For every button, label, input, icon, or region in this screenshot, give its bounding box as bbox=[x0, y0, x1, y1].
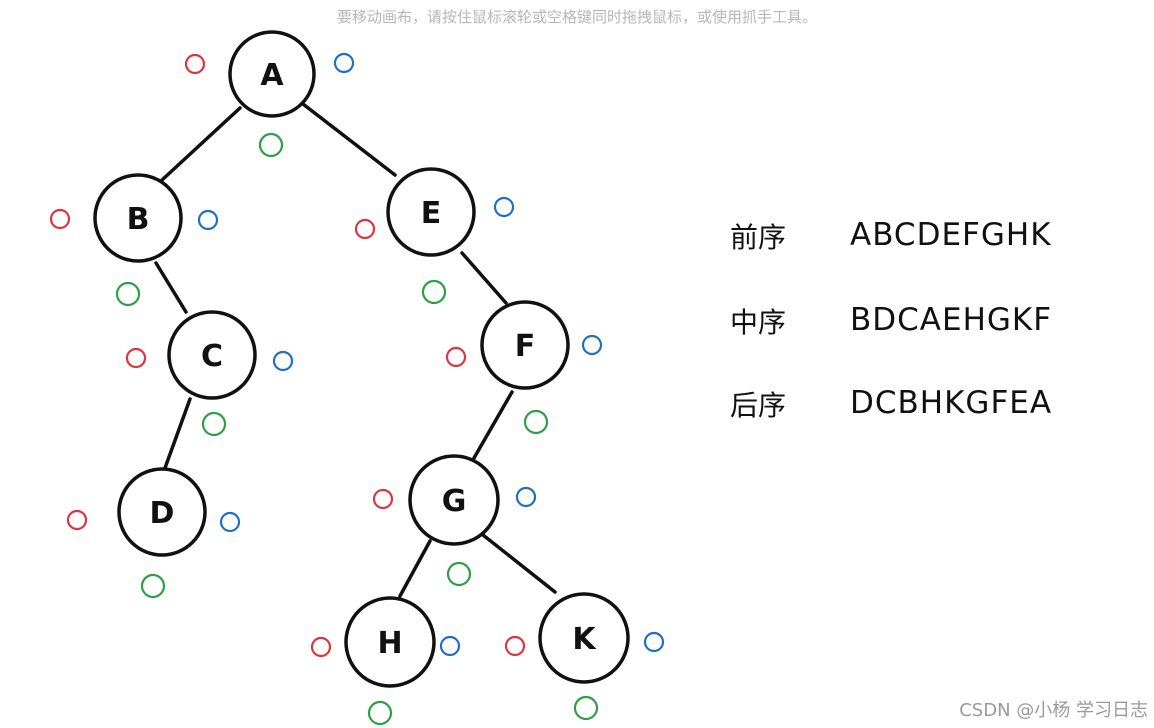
post-order-marker-b bbox=[197, 209, 219, 231]
edge-A-B bbox=[160, 106, 242, 182]
node-label: A bbox=[260, 58, 284, 93]
pre-order-marker-g bbox=[372, 488, 394, 510]
traversal-row: 中序 BDCAEHGKF bbox=[730, 302, 1052, 339]
traversal-row: 前序 ABCDEFGHK bbox=[730, 217, 1052, 254]
in-order-marker-c bbox=[201, 411, 227, 437]
tree-nodes: A B C D E F G H K bbox=[93, 30, 630, 688]
in-order-marker-b bbox=[115, 281, 141, 307]
watermark: CSDN @小杨 学习日志 bbox=[959, 700, 1148, 721]
in-order-marker-e bbox=[421, 279, 447, 305]
post-order-marker-e bbox=[493, 196, 515, 218]
post-order-marker-c bbox=[272, 350, 294, 372]
edge-G-H bbox=[398, 539, 432, 598]
node-label: G bbox=[442, 484, 467, 519]
tree-node-h[interactable]: H bbox=[344, 596, 436, 688]
pre-order-marker-f bbox=[445, 346, 467, 368]
in-order-marker-h bbox=[367, 700, 393, 726]
node-label: H bbox=[377, 626, 402, 661]
traversal-row: 后序 DCBHKGFEA bbox=[730, 385, 1052, 422]
edge-E-F bbox=[460, 251, 508, 305]
post-order-marker-k bbox=[643, 631, 665, 653]
traversal-label: 后序 bbox=[730, 389, 786, 422]
node-circle bbox=[228, 30, 316, 118]
pre-order-marker-e bbox=[354, 218, 376, 240]
node-circle bbox=[480, 300, 570, 390]
traversal-label: 中序 bbox=[730, 306, 786, 339]
in-order-marker-g bbox=[446, 561, 472, 587]
post-order-marker-f bbox=[581, 334, 603, 356]
traversal-sequence: BDCAEHGKF bbox=[850, 302, 1052, 338]
pre-order-marker-h bbox=[310, 636, 332, 658]
traversal-sequence: ABCDEFGHK bbox=[850, 217, 1052, 253]
node-circle bbox=[93, 173, 183, 263]
tree-node-k[interactable]: K bbox=[538, 592, 630, 684]
edge-F-G bbox=[472, 390, 514, 460]
pre-order-marker-d bbox=[66, 509, 88, 531]
tree-node-b[interactable]: B bbox=[93, 173, 183, 263]
tree-node-c[interactable]: C bbox=[167, 310, 257, 400]
edge-A-E bbox=[301, 102, 397, 177]
node-label: F bbox=[515, 329, 536, 364]
pre-order-marker-c bbox=[125, 347, 147, 369]
node-label: K bbox=[572, 622, 597, 657]
edge-C-D bbox=[163, 397, 192, 470]
pre-order-marker-a bbox=[184, 53, 206, 75]
post-order-marker-h bbox=[439, 635, 461, 657]
pre-order-marker-b bbox=[49, 208, 71, 230]
node-circle bbox=[117, 467, 207, 557]
tree-node-g[interactable]: G bbox=[408, 454, 500, 546]
tree-node-e[interactable]: E bbox=[386, 167, 476, 257]
node-circle bbox=[344, 596, 436, 688]
traversal-markers bbox=[49, 52, 665, 726]
node-circle bbox=[538, 592, 630, 684]
pre-order-marker-k bbox=[504, 635, 526, 657]
node-circle bbox=[167, 310, 257, 400]
node-label: D bbox=[150, 496, 175, 531]
in-order-marker-a bbox=[258, 132, 284, 158]
node-circle bbox=[386, 167, 476, 257]
tree-node-f[interactable]: F bbox=[480, 300, 570, 390]
tree-node-d[interactable]: D bbox=[117, 467, 207, 557]
edge-G-K bbox=[476, 529, 557, 594]
traversal-sequence: DCBHKGFEA bbox=[850, 385, 1052, 421]
edge-B-C bbox=[154, 261, 188, 314]
node-label: C bbox=[201, 339, 223, 374]
post-order-marker-d bbox=[219, 511, 241, 533]
node-label: B bbox=[127, 202, 150, 237]
in-order-marker-f bbox=[523, 409, 549, 435]
canvas-hint: 要移动画布，请按住鼠标滚轮或空格键同时拖拽鼠标，或使用抓手工具。 bbox=[336, 8, 817, 26]
tree-edges bbox=[154, 102, 557, 598]
post-order-marker-a bbox=[333, 52, 355, 74]
node-label: E bbox=[421, 196, 442, 231]
in-order-marker-k bbox=[573, 695, 599, 721]
tree-node-a[interactable]: A bbox=[228, 30, 316, 118]
in-order-marker-d bbox=[140, 573, 166, 599]
node-circle bbox=[408, 454, 500, 546]
traversal-label: 前序 bbox=[730, 221, 786, 254]
post-order-marker-g bbox=[515, 486, 537, 508]
traversal-results: 前序 ABCDEFGHK 中序 BDCAEHGKF 后序 DCBHKGFEA bbox=[730, 217, 1052, 422]
